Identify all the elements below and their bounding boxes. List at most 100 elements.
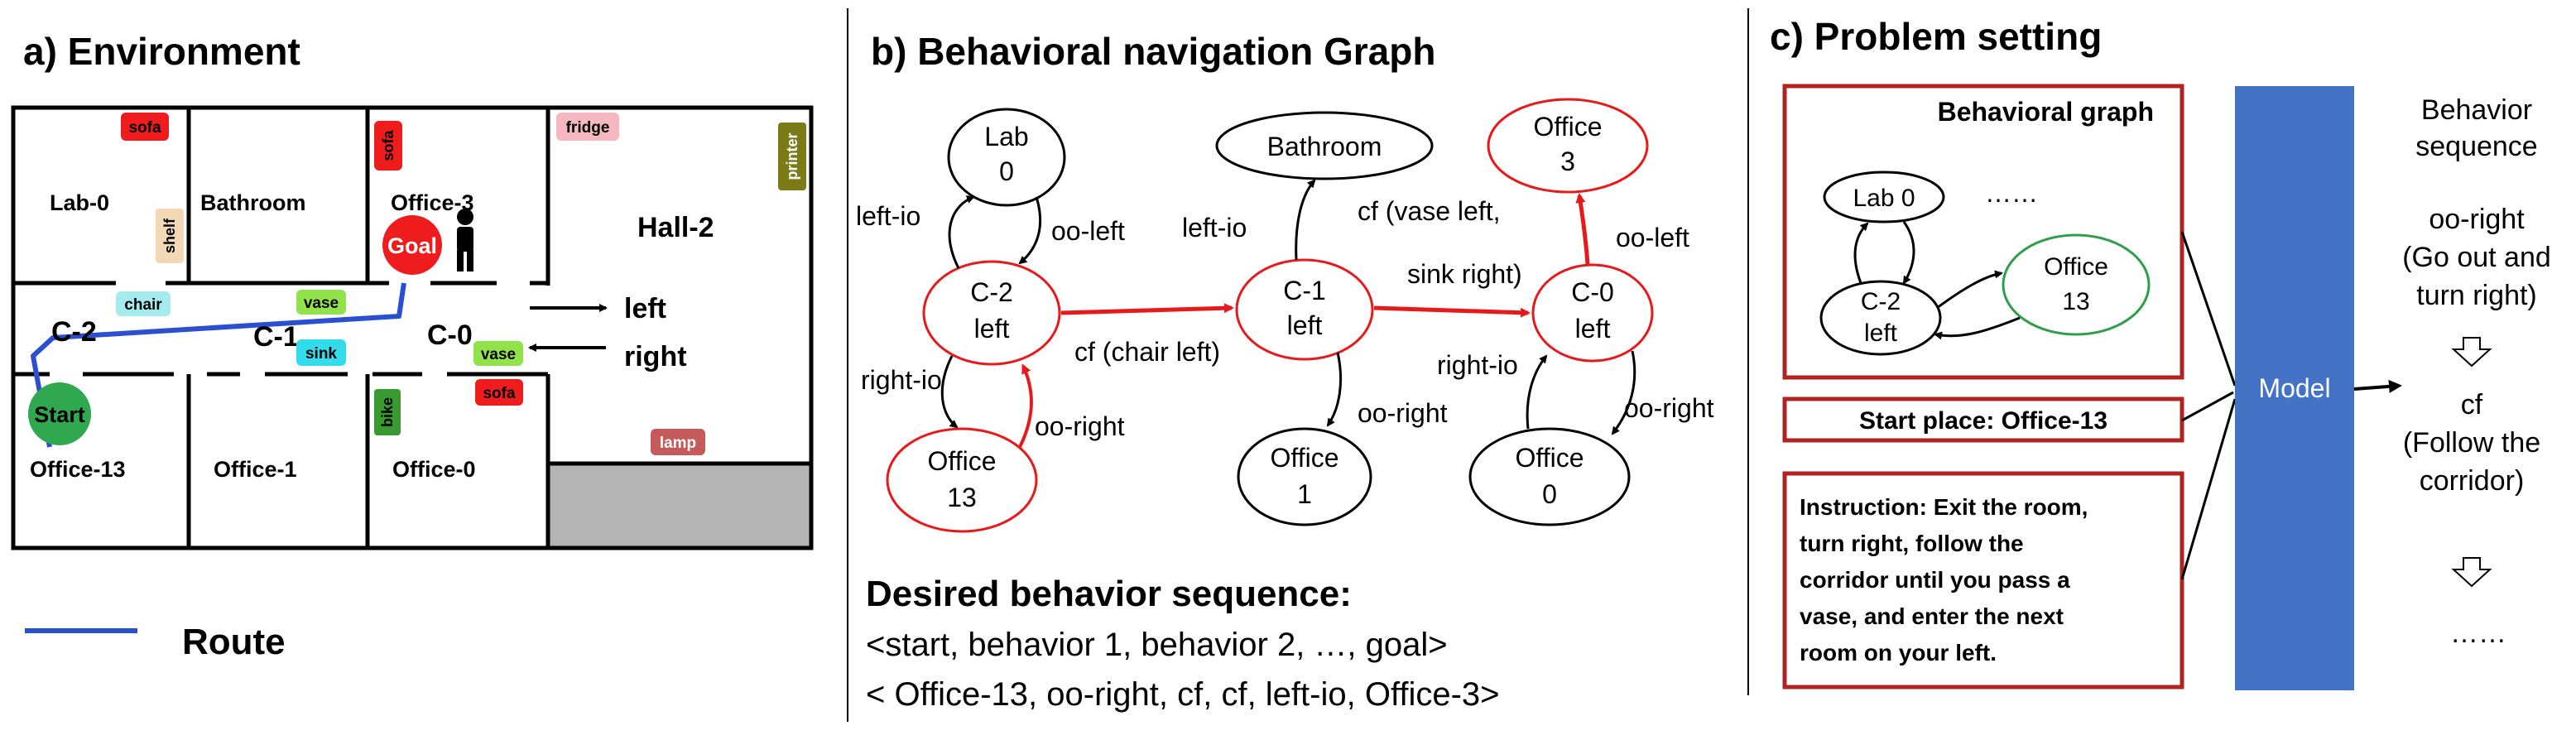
svg-text:C-2: C-2 bbox=[1861, 288, 1901, 315]
corridor-label-c2: C-2 bbox=[51, 316, 97, 348]
svg-text:Office: Office bbox=[928, 446, 997, 476]
edge-c2-to-office13 bbox=[940, 355, 959, 429]
edge-c2-to-c1 bbox=[1060, 303, 1234, 315]
step2-desc-2: corridor) bbox=[2420, 465, 2525, 497]
svg-text:Office: Office bbox=[1534, 112, 1603, 142]
node-office0: Office 0 bbox=[1468, 427, 1631, 526]
object-sofa-office3: sofa bbox=[374, 121, 402, 171]
svg-text:0: 0 bbox=[999, 156, 1014, 186]
direction-left-label: left bbox=[624, 293, 666, 324]
desired-sequence-line1: <start, behavior 1, behavior 2, …, goal> bbox=[866, 627, 1448, 663]
instruction-line-4: vase, and enter the next bbox=[1800, 603, 2064, 629]
object-sink: sink bbox=[296, 339, 346, 366]
object-shelf: shelf bbox=[156, 209, 184, 263]
svg-text:printer: printer bbox=[784, 132, 800, 180]
svg-text:fridge: fridge bbox=[566, 119, 610, 137]
edge-label-right-io-0: right-io bbox=[1437, 350, 1518, 380]
node-c0-left: C-0 left bbox=[1531, 263, 1654, 363]
edge-label-oo-right-1: oo-right bbox=[1358, 398, 1448, 428]
edge-c1-to-office1 bbox=[1326, 352, 1343, 427]
route-path bbox=[31, 282, 406, 448]
edge-c1-to-c0 bbox=[1373, 305, 1531, 318]
panel-environment: a) Environment bbox=[11, 30, 814, 662]
mini-node-lab0: Lab 0 bbox=[1823, 171, 1945, 223]
svg-text:0: 0 bbox=[1542, 479, 1557, 509]
step1-behavior: oo-right bbox=[2429, 204, 2525, 235]
svg-text:Office: Office bbox=[1516, 443, 1584, 473]
building-outline bbox=[11, 105, 814, 550]
desired-sequence-title: Desired behavior sequence: bbox=[866, 574, 1352, 614]
edge-label-right-io-13: right-io bbox=[861, 365, 942, 395]
edge-c0-to-office3 bbox=[1575, 193, 1590, 266]
panel-problem-setting: c) Problem setting Behavioral graph Lab … bbox=[1770, 15, 2551, 690]
room-label-office1: Office-1 bbox=[214, 457, 297, 482]
graph-edges bbox=[940, 179, 1636, 448]
edge-label-oo-right-0: oo-right bbox=[1624, 393, 1714, 423]
room-label-hall2: Hall-2 bbox=[637, 212, 714, 243]
svg-text:Office: Office bbox=[2044, 253, 2108, 281]
svg-text:shelf: shelf bbox=[161, 218, 178, 253]
edge-label-left-io-bath: left-io bbox=[1182, 213, 1247, 243]
mini-graph-edges bbox=[1853, 221, 2021, 340]
svg-text:sofa: sofa bbox=[128, 119, 161, 137]
svg-text:1: 1 bbox=[1297, 479, 1312, 509]
node-office1: Office 1 bbox=[1237, 427, 1372, 526]
edge-label-cf-chair: cf (chair left) bbox=[1074, 337, 1220, 367]
person-icon bbox=[457, 209, 473, 271]
node-office3: Office 3 bbox=[1487, 98, 1649, 194]
object-vase-top: vase bbox=[296, 290, 346, 315]
room-label-lab0: Lab-0 bbox=[50, 190, 109, 215]
step1-desc-2: turn right) bbox=[2416, 280, 2537, 311]
object-sofa-top: sofa bbox=[121, 113, 169, 141]
step2-behavior: cf bbox=[2461, 389, 2483, 420]
instruction-line-1: Instruction: Exit the room, bbox=[1800, 494, 2088, 520]
route-legend-label: Route bbox=[182, 622, 286, 662]
edge-label-oo-left-office3: oo-left bbox=[1616, 223, 1689, 252]
node-c1-left: C-1 left bbox=[1235, 258, 1374, 361]
goal-marker: Goal bbox=[382, 215, 442, 275]
behavior-sequence-heading-2: sequence bbox=[2415, 131, 2537, 162]
object-chair: chair bbox=[116, 291, 171, 316]
panel-a-title: a) Environment bbox=[23, 30, 300, 73]
edge-office13-to-c2 bbox=[1018, 363, 1033, 448]
instruction-line-2: turn right, follow the bbox=[1800, 531, 2024, 556]
instruction-line-3: corridor until you pass a bbox=[1800, 567, 2070, 593]
direction-right-label: right bbox=[624, 341, 687, 372]
panel-b-title: b) Behavioral navigation Graph bbox=[871, 30, 1435, 73]
svg-text:chair: chair bbox=[124, 296, 162, 314]
edge-label-left-io-lab: left-io bbox=[856, 201, 920, 231]
edge-label-cf-vase-1: cf (vase left, bbox=[1358, 196, 1501, 226]
instruction-box bbox=[1782, 471, 2184, 690]
object-lamp: lamp bbox=[651, 429, 705, 455]
start-marker: Start bbox=[28, 382, 91, 445]
svg-text:C-1: C-1 bbox=[1283, 276, 1326, 305]
object-printer: printer bbox=[778, 123, 806, 190]
svg-text:Office: Office bbox=[1271, 443, 1339, 473]
svg-text:sofa: sofa bbox=[483, 385, 516, 402]
desired-sequence-line2: < Office-13, oo-right, cf, cf, left-io, … bbox=[866, 676, 1500, 713]
down-arrow-icon bbox=[2451, 337, 2492, 368]
edge-label-oo-right-13: oo-right bbox=[1035, 411, 1125, 441]
mini-graph-ellipsis: …… bbox=[1985, 178, 2038, 208]
corridor-label-c1: C-1 bbox=[253, 321, 299, 353]
behavior-sequence-heading-1: Behavior bbox=[2421, 94, 2532, 126]
step2-desc-1: (Follow the bbox=[2403, 427, 2540, 459]
down-arrow-icon-2 bbox=[2451, 557, 2492, 588]
hall-floor bbox=[548, 464, 811, 548]
input-connectors bbox=[2180, 231, 2237, 580]
object-bike: bike bbox=[374, 389, 401, 435]
svg-text:Lab: Lab bbox=[984, 122, 1028, 151]
edge-label-oo-left-lab: oo-left bbox=[1051, 216, 1125, 246]
edge-c1-to-bathroom bbox=[1295, 179, 1316, 261]
room-label-office0: Office-0 bbox=[392, 457, 476, 482]
svg-text:13: 13 bbox=[2062, 288, 2089, 315]
svg-text:left: left bbox=[974, 314, 1010, 344]
svg-text:vase: vase bbox=[304, 295, 339, 312]
svg-text:3: 3 bbox=[1560, 147, 1575, 176]
svg-text:sink: sink bbox=[305, 345, 337, 363]
mini-node-c2: C-2 left bbox=[1819, 280, 1942, 356]
svg-text:sofa: sofa bbox=[380, 130, 396, 161]
object-sofa-office0: sofa bbox=[475, 379, 523, 406]
room-label-office13: Office-13 bbox=[30, 457, 126, 482]
